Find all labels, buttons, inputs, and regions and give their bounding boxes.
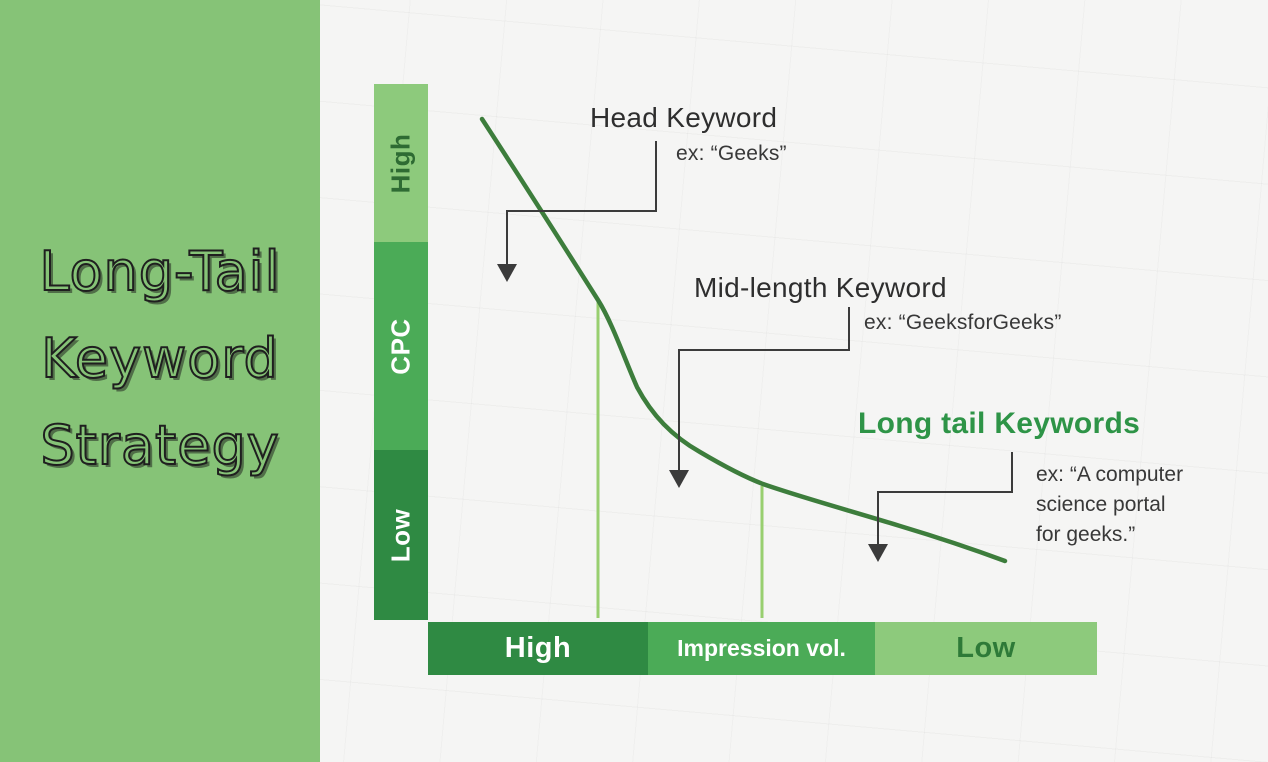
- mid-length-keyword-title: Mid-length Keyword: [694, 272, 947, 303]
- y-axis-segment-low: Low: [374, 450, 428, 620]
- y-axis-cpc-bar: High CPC Low: [374, 84, 428, 620]
- y-axis-cpc-label: CPC: [385, 317, 416, 375]
- y-axis-segment-high: High: [374, 84, 428, 242]
- mid-length-keyword-example: ex: “GeeksforGeeks”: [864, 311, 1062, 334]
- mid-keyword-arrow: [669, 307, 850, 488]
- x-axis-low-label: Low: [956, 632, 1016, 664]
- page-title: Long-Tail Keyword Strategy: [0, 228, 320, 489]
- x-axis-high-label: High: [504, 632, 572, 664]
- long-tail-keywords-example: ex: “A computer science portal for geeks…: [1036, 463, 1184, 546]
- head-keyword-example: ex: “Geeks”: [676, 142, 787, 165]
- long-tail-keywords-title: Long tail Keywords: [858, 407, 1141, 440]
- x-axis-impression-label: Impression vol.: [677, 635, 846, 661]
- y-axis-high-label: High: [385, 133, 416, 193]
- long-tail-curve: [479, 116, 1008, 564]
- x-axis-segment-high: High: [428, 622, 648, 675]
- y-axis-low-label: Low: [385, 508, 416, 562]
- y-axis-segment-cpc: CPC: [374, 242, 428, 450]
- x-axis-segment-impression-vol: Impression vol.: [648, 622, 875, 675]
- long-tail-arrow: [868, 452, 1013, 562]
- page-title-line-2: Keyword: [40, 326, 279, 391]
- head-keyword-arrow: [497, 141, 657, 282]
- title-panel: Long-Tail Keyword Strategy: [0, 0, 320, 762]
- x-axis-segment-low: Low: [875, 622, 1097, 675]
- page-title-line-3: Strategy: [39, 413, 280, 478]
- x-axis-impression-bar: High Impression vol. Low: [428, 622, 1097, 675]
- page-title-line-1: Long-Tail: [38, 239, 281, 304]
- head-keyword-title: Head Keyword: [590, 102, 778, 133]
